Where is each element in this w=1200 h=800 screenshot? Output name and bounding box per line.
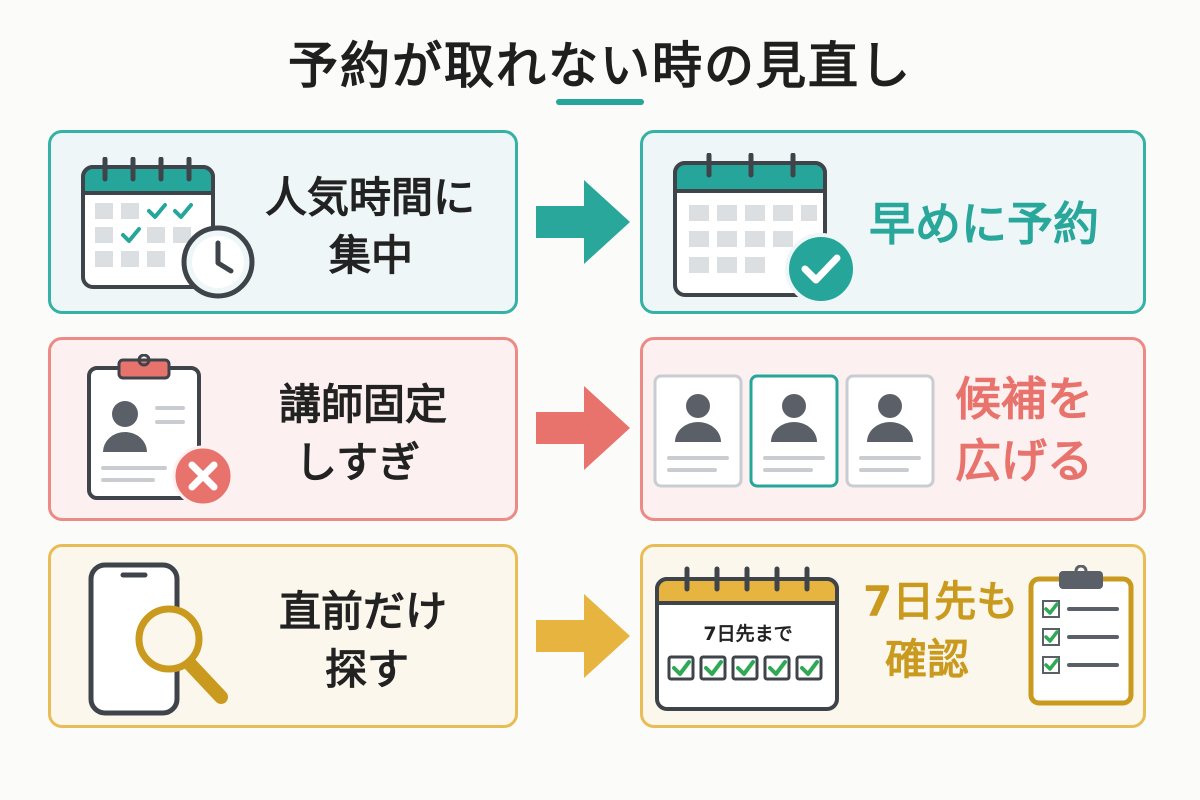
calendar-icon (655, 566, 839, 711)
profile-card-icon (749, 374, 839, 488)
arrow-right-icon (536, 386, 630, 470)
solution-label: 候補を 広げる (955, 372, 1093, 488)
problem-label: 人気時間に 集中 (265, 173, 476, 280)
check-circle-icon (785, 233, 857, 305)
x-circle-icon (172, 445, 234, 507)
clipboard-profile-icon (87, 354, 201, 500)
title-underline (556, 99, 644, 105)
solution-label: 7日先も 確認 (863, 577, 1019, 684)
calendar-icon (81, 157, 215, 289)
solution-card-book-early: 早めに予約 (640, 130, 1146, 314)
problem-label: 直前だけ 探す (279, 587, 448, 694)
clock-icon (181, 225, 255, 299)
problem-card-last-minute: 直前だけ 探す (48, 544, 518, 728)
problem-card-fixed-teacher: 講師固定 しすぎ (48, 337, 518, 521)
page-title: 予約が取れない時の見直し (288, 37, 912, 95)
solution-card-widen-options: 候補を 広げる (640, 337, 1146, 521)
arrow-right-icon (536, 594, 630, 678)
problem-card-popular-time: 人気時間に 集中 (48, 130, 518, 314)
solution-label: 早めに予約 (869, 197, 1099, 251)
solution-card-check-week-ahead: 7日先まで 7日先も 確認 (640, 544, 1146, 728)
profile-card-icon (653, 374, 743, 488)
checklist-clipboard-icon (1028, 565, 1134, 706)
calendar-caption: 7日先まで (703, 623, 793, 645)
magnifier-icon (135, 605, 228, 704)
profile-card-icon (845, 374, 935, 488)
problem-label: 講師固定 しすぎ (279, 380, 448, 487)
arrow-right-icon (536, 180, 630, 264)
